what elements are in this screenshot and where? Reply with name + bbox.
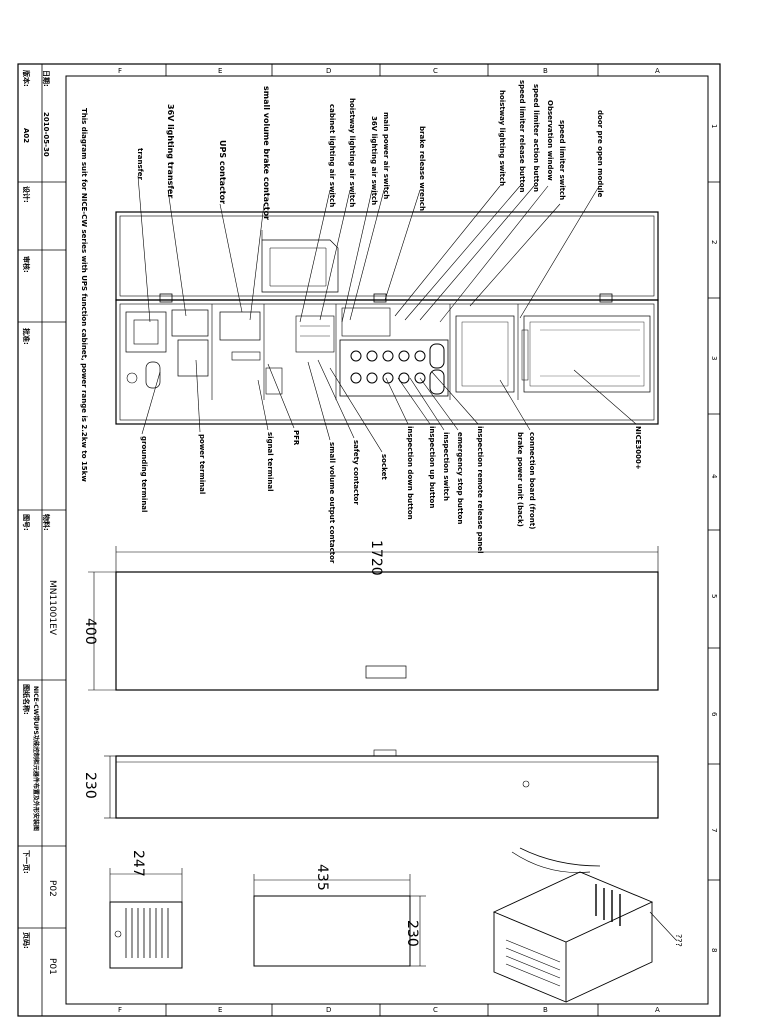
title-block [18, 64, 66, 1016]
grid-letter: E [218, 67, 222, 75]
next-page-value: P02 [47, 880, 57, 897]
label-hoistway-lighting-air-switch: hoistway lighting air switch [348, 98, 356, 207]
label-emergency-stop-button: emergency stop button [456, 432, 464, 524]
grid-letter: A [655, 1006, 660, 1014]
label-inspection-up-button: inspection up button [428, 426, 436, 508]
label-ups-contactor: UPS contactor [218, 140, 227, 204]
label-small-volume-brake-contactor: small volume brake contactor [262, 86, 271, 220]
reviewer-label: 审核: [22, 256, 31, 273]
grid-letter: D [326, 1006, 331, 1014]
page-value: P01 [47, 958, 57, 975]
drawing-name-value: NICE-CW带UPS功能控制柜元器件布置及外形安装图 [32, 686, 40, 831]
drawing-name-label: 图纸名称: [22, 684, 31, 715]
label-speed-limiter-action-button: speed limiter action button [532, 84, 540, 192]
label-main-power-air-switch: main power air switch [382, 112, 390, 199]
small-box-side-view [253, 874, 426, 967]
grid-letter: B [543, 1006, 548, 1014]
grid-numbers-right: 1 2 3 4 5 6 7 8 [710, 124, 718, 952]
page-label: 页码: [22, 932, 30, 949]
grid-letter: D [326, 67, 331, 75]
drawing-no-value: MN11001EV [47, 580, 57, 636]
label-pfr: PFR [292, 430, 300, 446]
label-signal-terminal: signal terminal [266, 432, 274, 491]
label-inspection-switch: inspection switch [442, 432, 450, 501]
approver-label: 批准: [22, 328, 31, 345]
label-cabinet-lighting-air-switch: cabinet lighting air switch [328, 104, 336, 207]
next-page-label: 下一页: [22, 850, 30, 874]
grid-number: 7 [710, 828, 718, 832]
cabinet-open-view [115, 211, 659, 425]
title-block-values: MN11001EV P02 P01 [47, 580, 57, 975]
isometric-box [492, 847, 677, 1003]
grid-number: 2 [710, 240, 718, 244]
material-label: 物料: [42, 514, 51, 531]
grid-letter: A [655, 67, 660, 75]
grid-letter: B [543, 67, 548, 75]
grid-number: 6 [710, 712, 718, 717]
grid-number: 4 [710, 474, 718, 479]
dim-435-text: 435 [314, 864, 330, 891]
grid-letter: F [118, 67, 122, 75]
leader-lines [137, 175, 637, 453]
label-safety-contactor: safety contactor [352, 440, 360, 505]
small-box-front-view [109, 868, 183, 969]
inner-frame [65, 75, 709, 1005]
grid-number: 5 [710, 594, 718, 598]
grid-number: 3 [710, 356, 718, 360]
grid-number: 8 [710, 948, 718, 952]
dim-247-text: 247 [130, 850, 146, 877]
label-hoistway-lighting-switch: hoistway lighting switch [498, 90, 506, 186]
iso-note-text: ??? [674, 934, 683, 947]
grid-letter: C [433, 67, 438, 75]
grid-number: 1 [710, 124, 718, 128]
grid-ticks [165, 64, 720, 1016]
dim-230-text: 230 [82, 772, 98, 799]
grid-letter: E [218, 1006, 222, 1014]
label-inspection-down-button: inspection down button [406, 426, 414, 520]
label-36v-lighting-air-switch: 36V lighting air switch [370, 116, 378, 205]
dim-1720-text: 1720 [368, 540, 384, 576]
upper-labels: door pre open module speed limiter switc… [136, 80, 604, 220]
label-nice3000-plus: NICE3000+ [634, 426, 642, 470]
label-brake-release-wrench: brake release wrench [418, 126, 426, 211]
grid-letter: C [433, 1006, 438, 1014]
lower-labels: NICE3000+ connection board (front) brake… [140, 426, 642, 564]
title-block-text: 版本: 日期: A02 2010-05-30 设计: 审核: 批准: 图号: 物… [22, 70, 51, 949]
label-speed-limiter-release-button: speed limiter release button [518, 80, 526, 193]
label-speed-limiter-switch: speed limiter switch [558, 120, 566, 200]
dim-230b-text: 230 [404, 920, 420, 947]
label-transfer: transfer [136, 148, 144, 180]
version-value: A02 [22, 128, 30, 143]
dim-400-text: 400 [82, 618, 98, 645]
drawing-no-label: 图号: [22, 514, 31, 531]
label-connection-board: connection board (front) [528, 432, 536, 529]
label-socket: socket [380, 454, 388, 480]
grid-letters-bottom: F E D C B A [118, 1006, 660, 1014]
cabinet-front-view [88, 571, 659, 691]
outer-frame [17, 63, 721, 1017]
label-36v-lighting-transfer: 36V lighting transfer [166, 104, 175, 198]
grid-letter: F [118, 1006, 122, 1014]
version-label: 版本: [22, 70, 31, 87]
designer-label: 设计: [22, 186, 31, 203]
label-door-pre-open-module: door pre open module [596, 110, 604, 198]
date-label: 日期: [42, 70, 51, 87]
label-brake-power-unit: brake power unit (back) [516, 432, 524, 527]
diagram-note: This diagram suit for NICE-CW series wit… [80, 108, 88, 482]
cabinet-side-view [104, 749, 659, 819]
label-power-terminal: power terminal [198, 434, 206, 494]
label-observation-window: Observation window [546, 100, 554, 181]
grid-letters-top: F E D C B A [118, 67, 660, 75]
label-inspection-remote-release-panel: inspection remote release panel [476, 426, 484, 554]
dim-cabinet-length [115, 546, 659, 572]
date-value: 2010-05-30 [42, 112, 50, 157]
label-small-volume-output-contactor: small volume output contactor [328, 442, 336, 564]
label-grounding-terminal: grounding terminal [140, 436, 148, 512]
